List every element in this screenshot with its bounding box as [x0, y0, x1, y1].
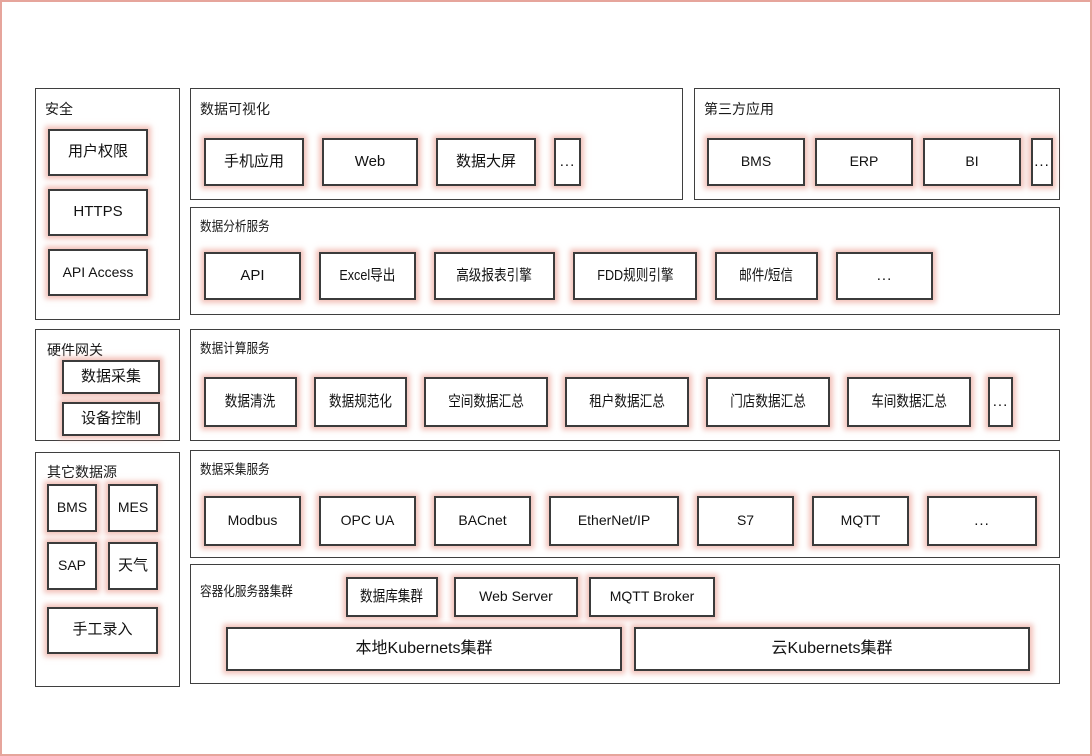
- node-excel-export[interactable]: Excel导出: [319, 252, 416, 300]
- node-app-bi[interactable]: BI: [923, 138, 1021, 186]
- panel-data-compute-service-title: 数据计算服务: [200, 341, 270, 356]
- node-protocol-s7[interactable]: S7: [697, 496, 794, 546]
- panel-third-party-apps: 第三方应用 BMS ERP BI ...: [694, 88, 1060, 200]
- panel-hardware-gateway: 硬件网关 数据采集 设备控制: [35, 329, 180, 441]
- node-data-cleaning[interactable]: 数据清洗: [204, 377, 297, 427]
- node-store-data-aggregation[interactable]: 门店数据汇总: [706, 377, 830, 427]
- node-app-erp[interactable]: ERP: [815, 138, 913, 186]
- node-space-data-aggregation-label: 空间数据汇总: [448, 392, 524, 410]
- node-database-cluster-label: 数据库集群: [360, 587, 424, 605]
- panel-data-visualization-title: 数据可视化: [200, 101, 270, 117]
- panel-security-title: 安全: [45, 101, 73, 117]
- node-compute-more[interactable]: ...: [988, 377, 1013, 427]
- node-third-party-more[interactable]: ...: [1031, 138, 1053, 186]
- node-user-permission[interactable]: 用户权限: [48, 129, 148, 176]
- panel-container-cluster-title: 容器化服务器集群: [200, 584, 293, 599]
- node-database-cluster[interactable]: 数据库集群: [346, 577, 438, 617]
- node-excel-export-label: Excel导出: [339, 266, 396, 284]
- panel-hardware-gateway-title: 硬件网关: [47, 342, 103, 358]
- node-visualization-more[interactable]: ...: [554, 138, 581, 186]
- node-protocol-mqtt[interactable]: MQTT: [812, 496, 909, 546]
- node-protocol-ethernet-ip[interactable]: EtherNet/IP: [549, 496, 679, 546]
- node-tenant-data-aggregation-label: 租户数据汇总: [589, 392, 665, 410]
- node-data-cleaning-label: 数据清洗: [225, 392, 276, 410]
- panel-third-party-apps-title: 第三方应用: [704, 101, 774, 117]
- node-protocol-opc-ua[interactable]: OPC UA: [319, 496, 416, 546]
- node-protocol-modbus[interactable]: Modbus: [204, 496, 301, 546]
- node-device-control[interactable]: 设备控制: [62, 402, 160, 436]
- node-source-weather[interactable]: 天气: [108, 542, 158, 590]
- node-advanced-report-engine[interactable]: 高级报表引擎: [434, 252, 555, 300]
- node-source-sap[interactable]: SAP: [47, 542, 97, 590]
- node-fdd-rule-engine-label: FDD规则引擎: [596, 266, 674, 284]
- panel-data-compute-service: 数据计算服务 数据清洗 数据规范化 空间数据汇总 租户数据汇总 门店数据汇总 车…: [190, 329, 1060, 441]
- panel-other-data-sources-title: 其它数据源: [47, 464, 117, 480]
- node-https[interactable]: HTTPS: [48, 189, 148, 236]
- panel-other-data-sources: 其它数据源 BMS MES SAP 天气 手工录入: [35, 452, 180, 687]
- panel-container-cluster: 容器化服务器集群 数据库集群 Web Server MQTT Broker 本地…: [190, 564, 1060, 684]
- node-app-bms[interactable]: BMS: [707, 138, 805, 186]
- panel-security: 安全 用户权限 HTTPS API Access: [35, 88, 180, 320]
- node-mqtt-broker[interactable]: MQTT Broker: [589, 577, 715, 617]
- node-data-normalization[interactable]: 数据规范化: [314, 377, 407, 427]
- node-workshop-data-aggregation[interactable]: 车间数据汇总: [847, 377, 971, 427]
- panel-data-analysis-service: 数据分析服务 API Excel导出 高级报表引擎 FDD规则引擎 邮件/短信 …: [190, 207, 1060, 315]
- panel-data-visualization: 数据可视化 手机应用 Web 数据大屏 ...: [190, 88, 683, 200]
- node-analysis-more[interactable]: ...: [836, 252, 933, 300]
- node-protocol-more[interactable]: ...: [927, 496, 1037, 546]
- node-manual-entry[interactable]: 手工录入: [47, 607, 158, 654]
- node-data-dashboard[interactable]: 数据大屏: [436, 138, 536, 186]
- node-fdd-rule-engine[interactable]: FDD规则引擎: [573, 252, 697, 300]
- panel-data-collection-service: 数据采集服务 Modbus OPC UA BACnet EtherNet/IP …: [190, 450, 1060, 558]
- node-web[interactable]: Web: [322, 138, 418, 186]
- node-advanced-report-engine-label: 高级报表引擎: [456, 266, 533, 284]
- node-data-normalization-label: 数据规范化: [328, 392, 392, 410]
- node-source-bms[interactable]: BMS: [47, 484, 97, 532]
- node-web-server[interactable]: Web Server: [454, 577, 578, 617]
- node-protocol-bacnet[interactable]: BACnet: [434, 496, 531, 546]
- node-source-mes[interactable]: MES: [108, 484, 158, 532]
- node-space-data-aggregation[interactable]: 空间数据汇总: [424, 377, 548, 427]
- node-email-sms[interactable]: 邮件/短信: [715, 252, 818, 300]
- node-store-data-aggregation-label: 门店数据汇总: [730, 392, 806, 410]
- panel-data-analysis-service-title: 数据分析服务: [200, 219, 270, 234]
- node-mobile-app[interactable]: 手机应用: [204, 138, 304, 186]
- node-tenant-data-aggregation[interactable]: 租户数据汇总: [565, 377, 689, 427]
- node-workshop-data-aggregation-label: 车间数据汇总: [871, 392, 947, 410]
- node-cloud-kubernetes-cluster[interactable]: 云Kubernets集群: [634, 627, 1030, 671]
- node-local-kubernetes-cluster[interactable]: 本地Kubernets集群: [226, 627, 622, 671]
- panel-data-collection-service-title: 数据采集服务: [200, 462, 270, 477]
- node-email-sms-label: 邮件/短信: [739, 266, 794, 284]
- node-data-acquisition[interactable]: 数据采集: [62, 360, 160, 394]
- node-api-access[interactable]: API Access: [48, 249, 148, 296]
- node-api[interactable]: API: [204, 252, 301, 300]
